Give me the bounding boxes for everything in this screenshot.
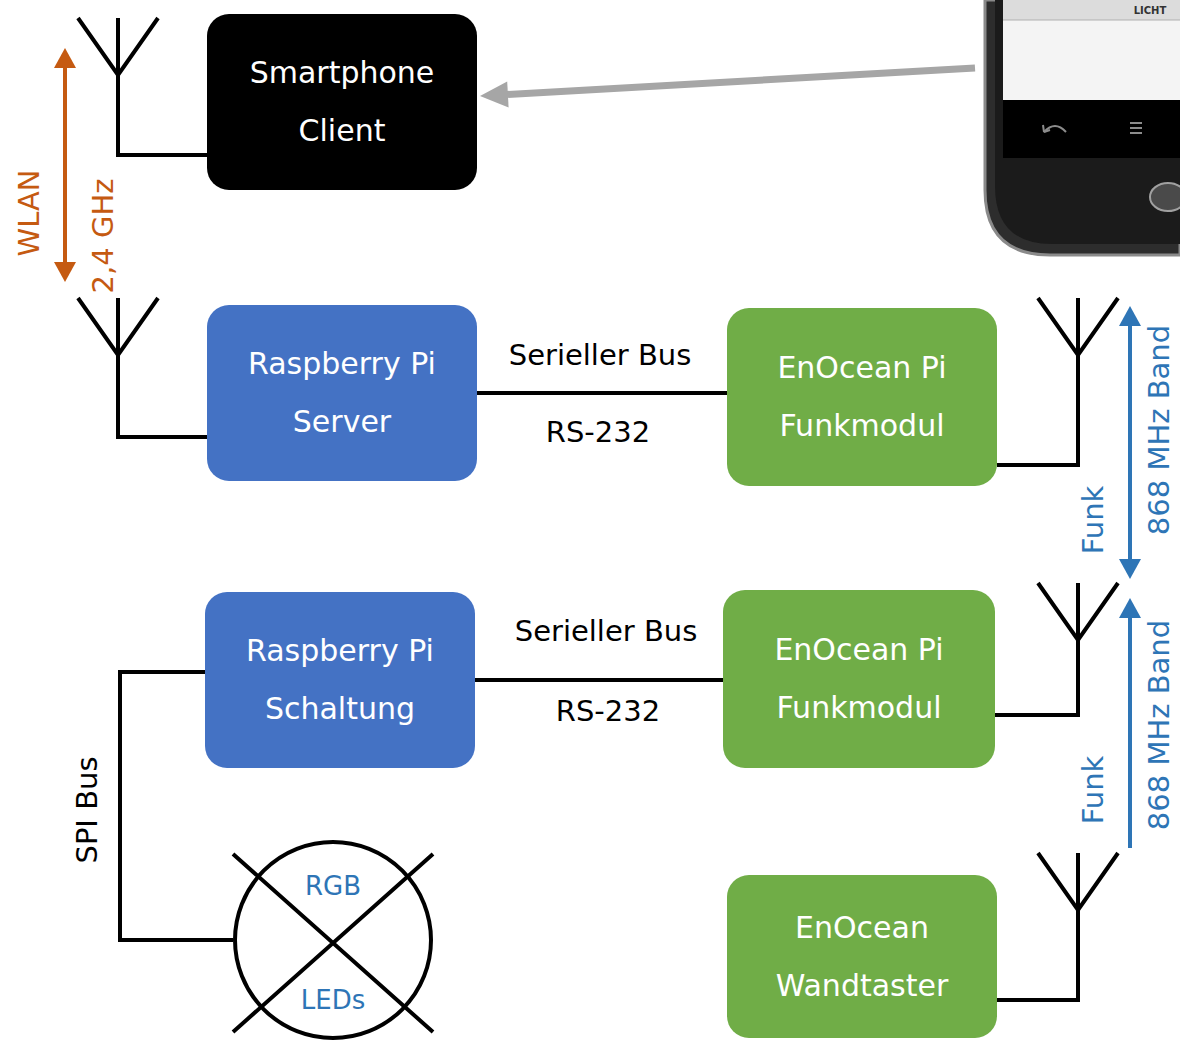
bus-name: RS-232 [546,415,650,449]
radio-module-box: EnOcean Pi Funkmodul [723,590,995,768]
phone-back-icon-head [1043,125,1050,132]
bus-name: SPI Bus [70,756,104,863]
node-text: EnOcean Pi Funkmodul [739,621,979,737]
phone-bezel [995,0,1180,244]
lamp-cross [233,854,433,1032]
wlan-arrow-head [54,48,76,68]
radio-arrow-head [1119,559,1141,579]
label-holder: RS-232 [546,417,650,449]
phone-menu-icon [1130,123,1142,133]
antenna-symbol [78,298,207,437]
link-name: Funk [1076,486,1110,555]
link-name: Funk [1076,756,1110,825]
lamp-outline [233,840,433,1040]
radio-arrow-head [1119,306,1141,326]
node-text: Smartphone Client [223,44,461,160]
phone-header [1003,0,1180,20]
link-name: WLAN [12,169,46,256]
phone-header-line [1003,20,1180,21]
pointer-arrow [480,68,975,107]
bus-name: RS-232 [556,694,660,728]
bus-line [475,678,723,682]
phone-back-icon [1044,126,1066,132]
node-text: RGB [305,870,361,902]
wlan-arrow-shaft [63,64,67,266]
lamp-symbol: RGB LEDs [233,840,433,1040]
smartphone-picture [985,0,1180,255]
phone-body [985,0,1180,255]
label-holder: RS-232 [556,696,660,728]
frequency-label: 868 MHz Band [1142,620,1176,830]
node-text: LEDs [301,984,365,1016]
antenna-symbol [997,853,1118,1000]
node-text: Raspberry Pi Schaltung [221,622,459,738]
antenna-symbol [78,18,207,155]
radio-arrow-shaft [1128,614,1132,848]
antenna-symbol [997,298,1118,465]
label-holder: 868 MHz Band [1144,620,1176,830]
radio-arrow-head [1119,598,1141,618]
switch-box: EnOcean Wandtaster [727,875,997,1038]
bus-line [477,391,727,395]
label-holder: LICHT [1134,5,1167,16]
label-holder: WLAN [14,169,46,256]
node-text: EnOcean Pi Funkmodul [743,339,981,455]
bus-name: Serieller Bus [515,614,698,648]
node-text: EnOcean Wandtaster [743,899,981,1015]
phone-screen [1003,0,1180,100]
edge-label-holder: Serieller Bus [515,616,698,648]
phone-nav-bar [1003,100,1180,158]
label-holder: 868 MHz Band [1144,325,1176,535]
radio-module-box: EnOcean Pi Funkmodul [727,308,997,486]
bus-name: Serieller Bus [509,338,692,372]
lamp-circle [235,842,431,1038]
screen-title: LICHT [1134,5,1167,16]
antenna-symbol [995,583,1118,715]
pointer-arrow-shaft [506,68,975,95]
server-box: Raspberry Pi Server [207,305,477,481]
radio-arrow [1119,598,1141,848]
client-box: Smartphone Client [207,14,477,190]
label-holder: Funk [1078,756,1110,825]
wlan-arrow-head [54,262,76,282]
bus-line [120,672,233,940]
frequency-label: 868 MHz Band [1142,325,1176,535]
phone-home-button [1150,183,1180,211]
controller-box: Raspberry Pi Schaltung [205,592,475,768]
frequency-label: 2,4 GHz [86,179,120,294]
node-text: Raspberry Pi Server [223,335,461,451]
label-holder: 2,4 GHz [88,179,120,294]
edge-label-holder: SPI Bus [72,756,104,863]
wlan-arrow [54,48,76,282]
edge-label-holder: Serieller Bus [509,340,692,372]
antennas [78,18,1118,1000]
label-holder: Funk [1078,486,1110,555]
pointer-arrow-head [480,81,509,107]
radio-arrow [1119,306,1141,579]
radio-arrow-shaft [1128,322,1132,563]
